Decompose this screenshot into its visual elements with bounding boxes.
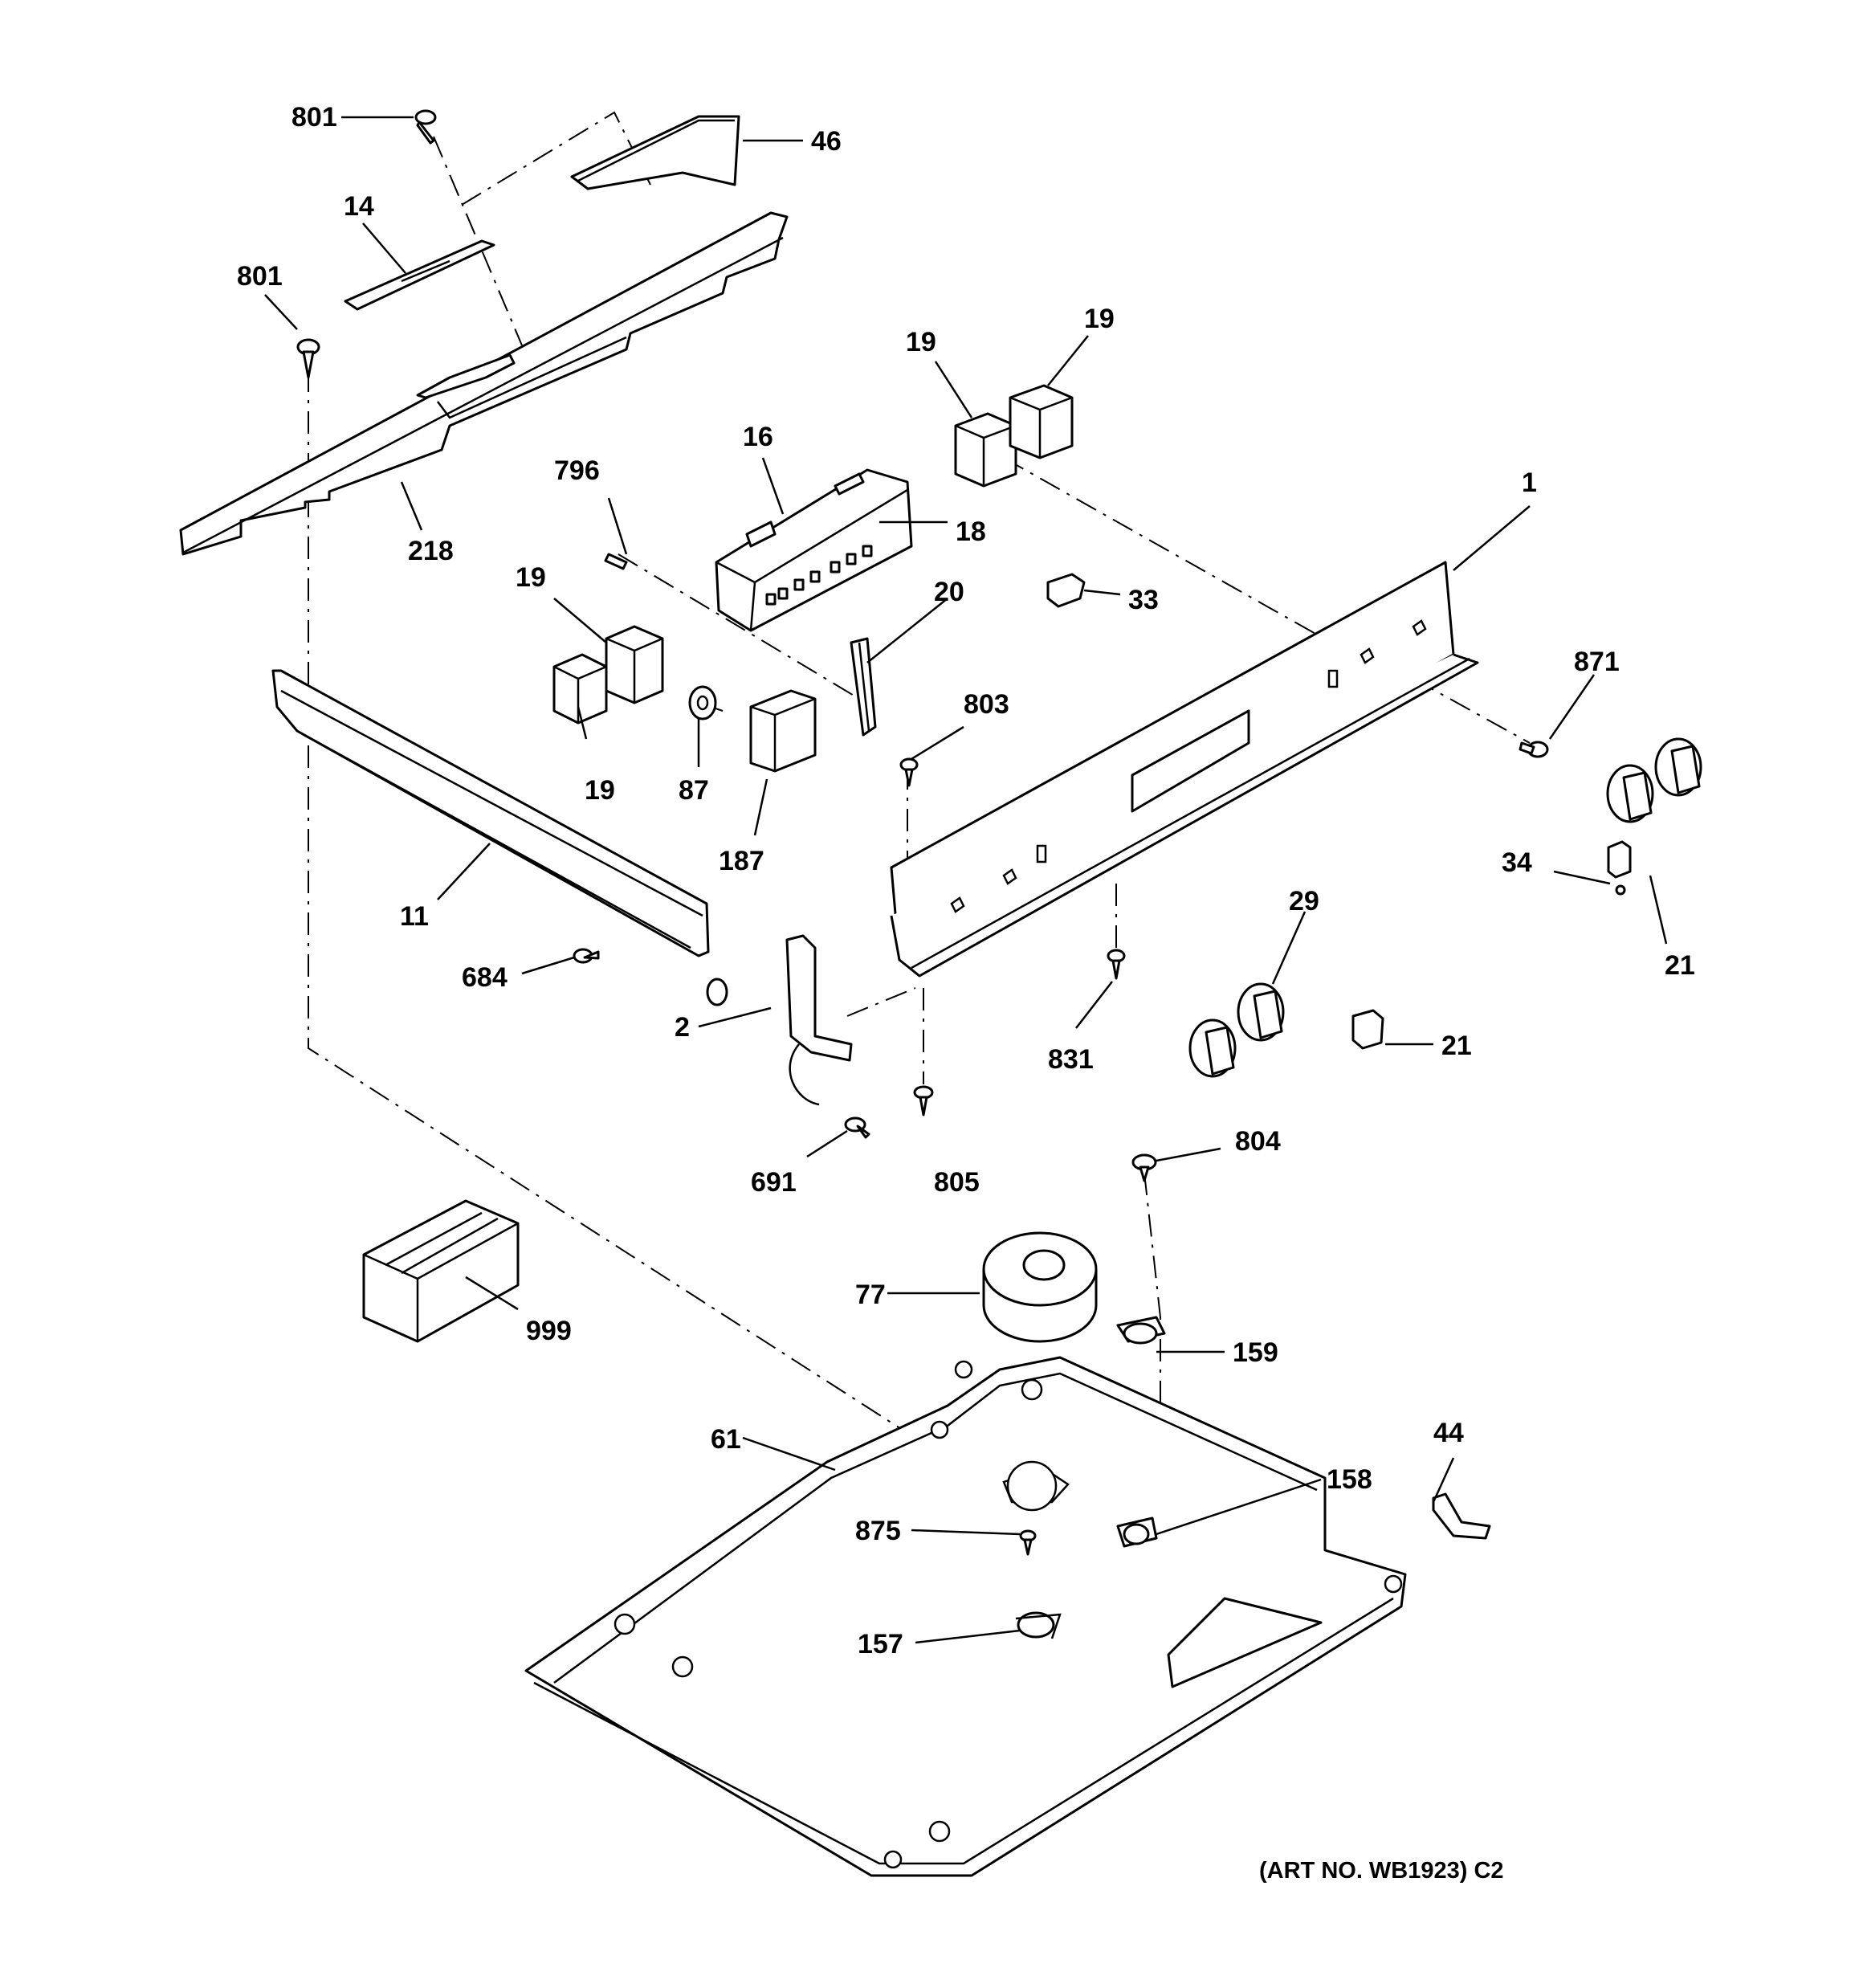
- screw-796: [604, 553, 628, 570]
- callout-803: 803: [964, 689, 1009, 720]
- cover-part-187: [749, 689, 817, 773]
- knob-29-2: [1237, 982, 1285, 1042]
- screw-691: [844, 1116, 870, 1139]
- trim-rail-part-11: [271, 669, 710, 957]
- relay-part-33: [1046, 573, 1086, 608]
- callout-804: 804: [1235, 1126, 1281, 1157]
- switch-19-mid: [605, 625, 664, 704]
- callout-19-d: 19: [585, 775, 615, 806]
- callout-159: 159: [1233, 1337, 1278, 1368]
- clip-part-20: [850, 637, 877, 737]
- callout-801-top: 801: [291, 102, 337, 133]
- callout-77: 77: [855, 1280, 886, 1310]
- callout-684: 684: [462, 962, 508, 993]
- callout-34: 34: [1502, 847, 1532, 878]
- callout-218: 218: [408, 536, 454, 566]
- callout-87: 87: [679, 775, 709, 806]
- callout-16: 16: [743, 422, 773, 452]
- callout-187: 187: [719, 846, 764, 876]
- callout-19-b: 19: [1084, 304, 1115, 334]
- callout-19-c: 19: [516, 562, 546, 593]
- base-pan-part-61: [524, 1356, 1407, 1877]
- callout-801-left: 801: [237, 261, 283, 292]
- screw-875: [1019, 1529, 1037, 1556]
- callout-871: 871: [1574, 647, 1620, 677]
- screw-801-left: [296, 338, 320, 379]
- rocker-21-upper: [1607, 840, 1632, 879]
- control-panel-part-1: [890, 561, 1479, 978]
- callout-21-b: 21: [1441, 1031, 1472, 1061]
- callout-875: 875: [855, 1516, 901, 1546]
- callout-61: 61: [711, 1424, 741, 1455]
- art-number: (ART NO. WB1923) C2: [1259, 1858, 1504, 1884]
- callout-691: 691: [751, 1167, 797, 1198]
- washer-part-87: [688, 685, 717, 720]
- screw-801-top: [414, 109, 437, 145]
- screw-803: [899, 757, 919, 787]
- knob-29-1: [1188, 1018, 1237, 1078]
- callout-805: 805: [934, 1167, 980, 1198]
- callout-46: 46: [811, 126, 842, 157]
- switch-19-lower: [552, 653, 608, 725]
- leader-lines: [264, 116, 1668, 1644]
- callout-11: 11: [400, 901, 429, 932]
- callout-1: 1: [1522, 467, 1537, 498]
- rocker-21-lower: [1351, 1009, 1384, 1050]
- switch-19-upper-right: [1009, 384, 1074, 459]
- screw-871: [1519, 741, 1549, 758]
- screw-804: [1131, 1153, 1157, 1182]
- screw-805: [913, 1085, 934, 1116]
- bracket-part-46: [570, 115, 740, 190]
- callout-831: 831: [1048, 1044, 1094, 1075]
- knob-upper-1: [1606, 764, 1654, 823]
- knob-upper-2: [1654, 737, 1702, 797]
- control-board-part-16: [715, 468, 913, 632]
- callout-44: 44: [1433, 1418, 1464, 1448]
- callout-19-a: 19: [906, 327, 936, 357]
- callout-21-a: 21: [1665, 950, 1695, 981]
- callout-18: 18: [956, 516, 986, 547]
- callout-14: 14: [344, 191, 374, 222]
- strain-relief-part-44: [1432, 1492, 1491, 1540]
- callout-labels: 801 46 14 801 218 19 19 16 796 18 1 19 2…: [237, 102, 1695, 1659]
- box-part-999: [362, 1199, 520, 1343]
- plate-part-14: [344, 239, 495, 311]
- thermostat-part-157: [1015, 1611, 1062, 1639]
- callout-158: 158: [1327, 1464, 1372, 1495]
- top-trim-part-218: [179, 211, 789, 556]
- screw-831: [1107, 949, 1126, 980]
- callout-796: 796: [554, 455, 600, 486]
- callout-20: 20: [934, 577, 964, 607]
- callout-999: 999: [526, 1316, 572, 1346]
- insulation-roll-part-77: [982, 1231, 1098, 1343]
- bracket-part-2: [706, 934, 853, 1106]
- thermostat-part-159: [1116, 1316, 1166, 1345]
- switch-19-upper-left: [954, 412, 1017, 488]
- thermostat-part-158: [1116, 1517, 1158, 1548]
- screw-684: [573, 948, 600, 964]
- callout-29: 29: [1289, 886, 1319, 916]
- callout-2: 2: [675, 1012, 690, 1043]
- callout-157: 157: [858, 1629, 903, 1659]
- screw-34: [1615, 884, 1626, 896]
- callout-33: 33: [1128, 585, 1159, 615]
